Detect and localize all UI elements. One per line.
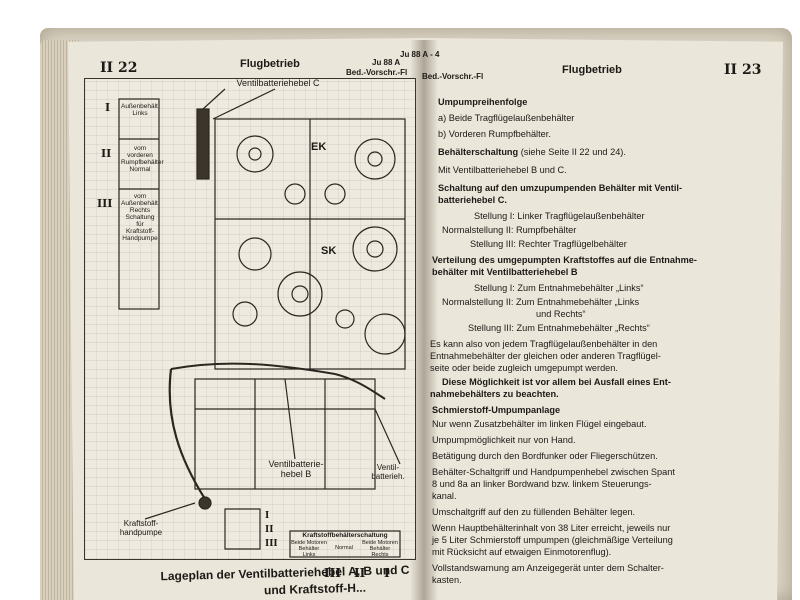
roman-I-marker: I	[105, 101, 111, 114]
fuel-switch-plate	[289, 530, 401, 558]
gauge-label-SK: SK	[321, 245, 337, 257]
placard-label-I: Außenbehält. Links	[121, 103, 160, 117]
left-header-title: Flugbetrieb	[240, 58, 300, 70]
shield-roman-2: II	[265, 525, 274, 535]
text-line: a) Beide Tragflügelaußenbehälter	[438, 113, 575, 123]
plate-roman-I: I	[384, 566, 390, 580]
heading-schmierstoff: Schmierstoff-Umpumpanlage	[432, 405, 561, 415]
text-line: Betätigung durch den Bordfunker oder Fli…	[432, 451, 658, 461]
text-line: Normalstellung II: Zum Entnahmebehälter …	[442, 297, 640, 307]
callout-fuel-hand-pump: Kraftstoff- handpumpe	[119, 519, 163, 537]
text-line: und Rechts“	[536, 309, 586, 319]
text-line: Umpumpmöglichkeit nur von Hand.	[432, 435, 576, 445]
roman-III-marker: III	[97, 197, 113, 210]
gauge-label-EK: EK	[311, 141, 327, 153]
fuel-plate-title: Kraftstoffbehälterschaltung	[302, 532, 388, 539]
text-line: Stellung III: Rechter Tragflügelbehälter	[470, 239, 627, 249]
right-header-sub-bottom: Bed.-Vorschr.-Fl	[422, 72, 484, 81]
fuel-plate-left: Beide Motoren Behälter Links	[291, 540, 327, 558]
heading-verteilung: Verteilung des umgepumpten Kraftstoffes …	[432, 255, 697, 265]
text-line: Umschaltgriff auf den zu füllenden Behäl…	[432, 507, 636, 517]
right-page-number: II 23	[724, 62, 762, 78]
left-header-sub-bottom: Bed.-Vorschr.-Fl	[346, 68, 408, 77]
text-line: 8 und 8a an linker Bordwand bzw. linkem …	[432, 479, 652, 489]
cockpit-line-drawing	[118, 88, 406, 558]
text-line: Nur wenn Zusatzbehälter im linken Flügel…	[432, 419, 647, 429]
text-line: Stellung I: Zum Entnahmebehälter „Links“	[474, 283, 644, 293]
text-line: Entnahmebehälter der gleichen oder ander…	[430, 351, 661, 361]
shield-roman-1: I	[265, 511, 270, 521]
heading-umpumpreihenfolge: Umpumpreihenfolge	[438, 97, 528, 107]
text-line: seite oder beide zugleich umgepumpt werd…	[430, 363, 618, 373]
roman-II-marker: II	[101, 147, 112, 160]
heading-schaltung: Schaltung auf den umzupumpenden Behälter…	[438, 183, 682, 193]
text-line-behaelterschaltung: Behälterschaltung (siehe Seite II 22 und…	[438, 146, 626, 158]
text-line: kasten.	[432, 575, 462, 585]
warning-line-cont: nahmebehälters zu beachten.	[430, 389, 559, 399]
text-line: Es kann also von jedem Tragflügelaußenbe…	[430, 339, 658, 349]
fuel-plate-mid: Normal	[335, 545, 353, 551]
text-line: Normalstellung II: Rumpfbehälter	[442, 225, 577, 235]
text-line: Stellung III: Zum Entnahmebehälter „Rech…	[468, 323, 650, 333]
heading-verteilung-cont: behälter mit Ventilbatteriehebel B	[432, 267, 578, 277]
callout-lever-C: Ventilbatteriehebel C	[236, 78, 320, 88]
text-line: je 5 Liter Schmierstoff umpumpen (gleich…	[432, 535, 673, 545]
text-line: Vollstandswarnung am Anzeigegerät unter …	[432, 563, 664, 573]
text-line: mit Rücksicht auf etwaigen Einmotorenflu…	[432, 547, 612, 557]
left-header-sub-top: Ju 88 A	[372, 58, 401, 67]
shield-roman-3: III	[265, 539, 278, 549]
left-page-number: II 22	[100, 60, 138, 76]
text-line: Stellung I: Linker Tragflügelaußenbehält…	[474, 211, 645, 221]
switch-placard	[118, 98, 160, 310]
heading-behaelterschaltung: Behälterschaltung	[438, 147, 519, 157]
plate-roman-II: II	[354, 566, 366, 580]
right-header-title: Flugbetrieb	[562, 64, 622, 76]
text-line: kanal.	[432, 491, 457, 501]
text-line: b) Vorderen Rumpfbehälter.	[438, 129, 551, 139]
page-reference: (siehe Seite II 22 und 24).	[518, 147, 626, 157]
callout-lever-B: Ventilbatterie- hebel B	[268, 459, 324, 479]
text-line: Behälter-Schaltgriff und Handpumpenhebel…	[432, 467, 675, 477]
warning-line: Diese Möglichkeit ist vor allem bei Ausf…	[442, 377, 671, 387]
right-header-sub-top: Ju 88 A - 4	[400, 50, 440, 59]
heading-schaltung-cont: batteriehebel C.	[438, 195, 507, 205]
text-line: Mit Ventilbatteriehebel B und C.	[438, 165, 567, 175]
text-line: Wenn Hauptbehälterinhalt von 38 Liter er…	[432, 523, 671, 533]
placard-label-III: vom Außenbehält. Rechts Schaltung für Kr…	[121, 193, 160, 242]
placard-label-II: vom vorderen Rumpfbehälter Normal	[121, 145, 164, 173]
cockpit-diagram: I II III Außenbehält. Links vom vorderen…	[84, 78, 416, 560]
fuel-plate-right: Beide Motoren Behälter Rechts	[362, 540, 398, 558]
plate-roman-III: III	[324, 566, 341, 580]
callout-lever-B-right: Ventil- batterieh.	[371, 463, 405, 481]
